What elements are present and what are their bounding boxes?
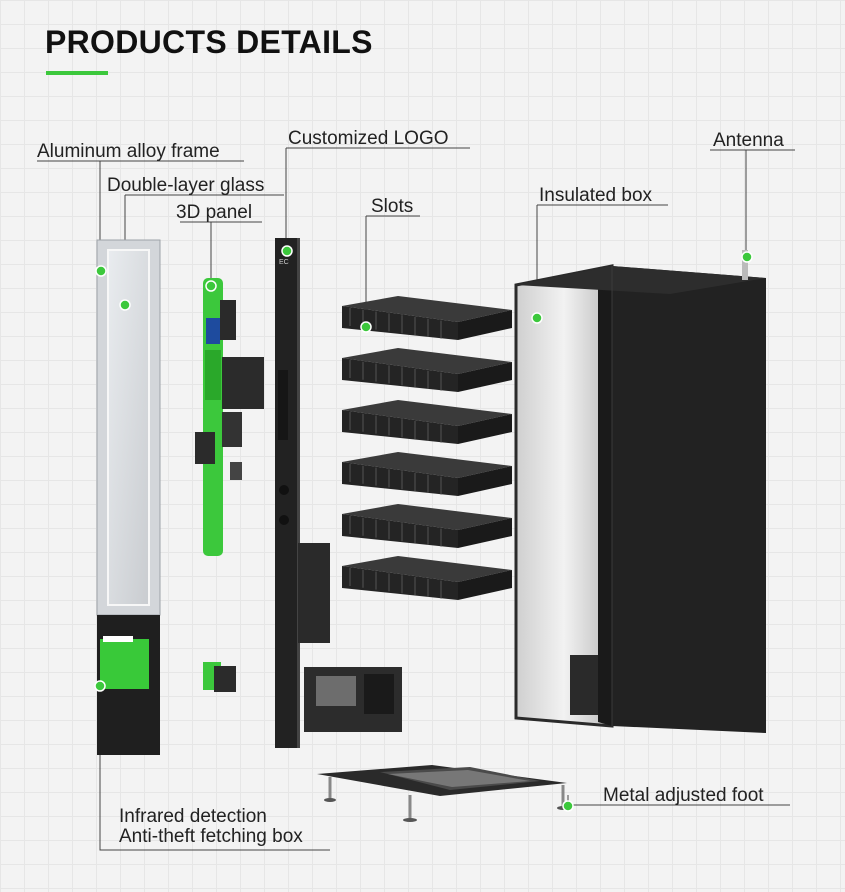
slot-tray — [342, 504, 512, 548]
marker-panel — [205, 280, 217, 292]
label-aluminum-frame: Aluminum alloy frame — [37, 141, 220, 162]
metal-base — [317, 765, 569, 822]
label-customized-logo: Customized LOGO — [288, 128, 449, 149]
label-metal-foot: Metal adjusted foot — [603, 785, 764, 806]
label-infrared-detection: Infrared detection — [119, 806, 267, 827]
marker-slots — [360, 321, 372, 333]
slot-tray — [342, 556, 512, 600]
marker-infrared — [94, 680, 106, 692]
marker-box — [531, 312, 543, 324]
label-insulated-box: Insulated box — [539, 185, 653, 206]
slot-tray — [342, 348, 512, 392]
label-anti-theft-box: Anti-theft fetching box — [119, 826, 303, 847]
marker-glass — [119, 299, 131, 311]
slot-tray — [342, 296, 512, 340]
callout-markers — [94, 245, 753, 812]
label-double-layer-glass: Double-layer glass — [107, 175, 265, 196]
label-3d-panel: 3D panel — [176, 202, 253, 223]
marker-frame — [95, 265, 107, 277]
label-antenna: Antenna — [713, 130, 784, 151]
marker-antenna — [741, 251, 753, 263]
slot-trays — [342, 296, 512, 600]
slot-tray — [342, 400, 512, 444]
door-logo-text: EC — [279, 259, 289, 266]
insulated-box — [514, 250, 766, 733]
3d-panel — [195, 278, 264, 692]
logo-door-panel: EC — [275, 238, 402, 748]
marker-foot — [562, 800, 574, 812]
glass-door — [96, 239, 161, 755]
page-title: PRODUCTS DETAILS — [45, 24, 373, 60]
title-underline — [46, 71, 108, 75]
slot-tray — [342, 452, 512, 496]
label-slots: Slots — [371, 196, 414, 217]
marker-logo — [281, 245, 293, 257]
